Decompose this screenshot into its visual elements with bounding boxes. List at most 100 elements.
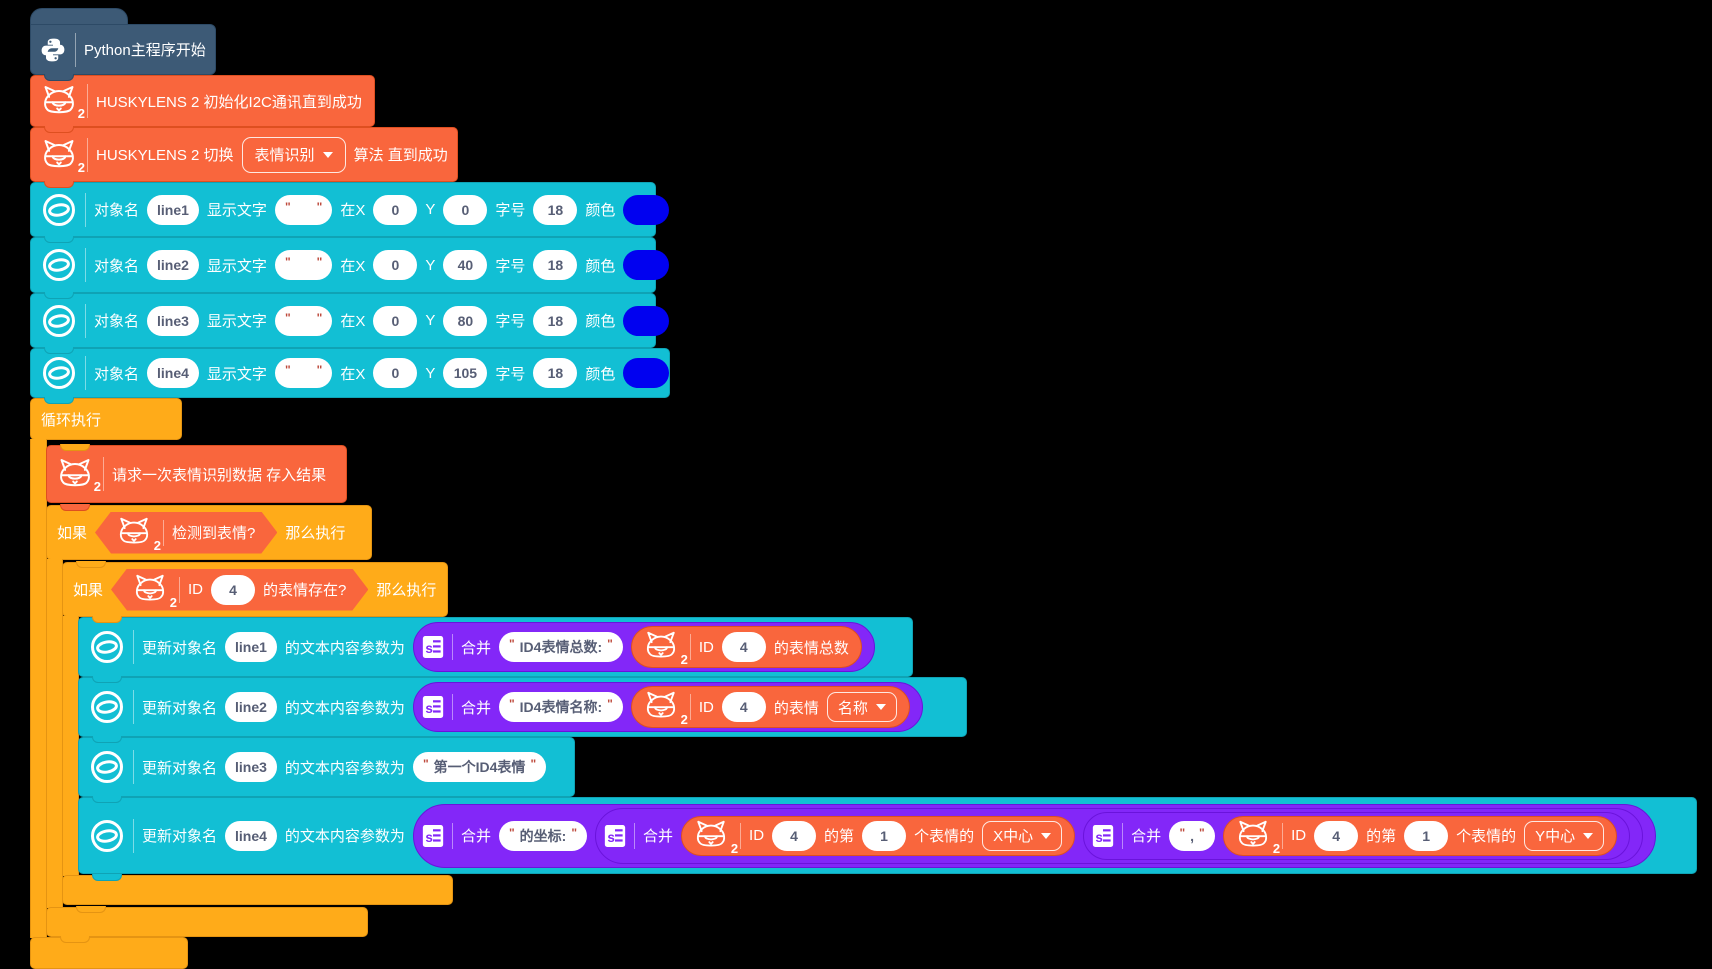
property-dropdown[interactable]: X中心 (982, 820, 1063, 851)
display-text-block[interactable]: 对象名 line4 显示文字 在X 0 Y 105 字号 18 颜色 (30, 348, 670, 398)
divider (163, 520, 164, 546)
size-label: 字号 (495, 257, 526, 275)
request-label: 请求一次表情识别数据 存入结果 (112, 466, 327, 484)
huskylens-icon: 2 (41, 85, 85, 121)
join-label: 合并 (460, 699, 491, 717)
reporter-suffix: 的表情总数 (773, 639, 849, 657)
color-picker-field[interactable] (623, 250, 670, 280)
object-name-field[interactable]: line4 (225, 820, 277, 851)
open-quote (285, 195, 291, 219)
display-text-block[interactable]: 对象名 line2 显示文字 在X 0 Y 40 字号 18 颜色 (30, 237, 670, 293)
id-value-field[interactable]: 4 (721, 632, 766, 662)
update-text-block[interactable]: 更新对象名 line2 的文本内容参数为 s 合并 ID4表情名称: 2 ID (78, 677, 967, 737)
if-id4-block-arm[interactable] (62, 616, 79, 876)
x-field[interactable]: 0 (373, 305, 418, 336)
text-field[interactable] (274, 250, 333, 280)
join-operator-block[interactable]: s 合并 2 ID 4 的第 1 (595, 807, 1644, 864)
loop-block-top[interactable]: 循环执行 (30, 398, 182, 440)
text-field[interactable] (274, 358, 333, 388)
join-operator-block[interactable]: s 合并 , 2 ID (1083, 811, 1631, 860)
string-field[interactable]: ID4表情总数: (498, 632, 623, 662)
divider (103, 457, 104, 491)
property-dropdown[interactable]: 名称 (826, 692, 897, 722)
x-field[interactable]: 0 (373, 194, 418, 225)
update-text-block[interactable]: 更新对象名 line1 的文本内容参数为 s 合并 ID4表情总数: 2 ID (78, 617, 913, 677)
if-id4-block-top[interactable]: 如果 2 ID 4 的表情存在? 那么执行 (62, 562, 448, 617)
size-field[interactable]: 18 (533, 305, 578, 336)
display-icon (89, 818, 125, 854)
notch-bump (92, 874, 122, 881)
hat-tab[interactable] (30, 8, 128, 28)
close-quote (317, 306, 323, 330)
y-field[interactable]: 0 (443, 194, 488, 225)
x-field[interactable]: 0 (373, 250, 418, 280)
display-text-block[interactable]: 对象名 line3 显示文字 在X 0 Y 80 字号 18 颜色 (30, 293, 670, 348)
id-value-field[interactable]: 4 (1314, 820, 1359, 851)
index-field[interactable]: 1 (862, 820, 907, 851)
string-field[interactable]: 第一个ID4表情 (412, 752, 547, 782)
request-data-block[interactable]: 2 请求一次表情识别数据 存入结果 (46, 445, 347, 503)
python-main-start-block[interactable]: Python主程序开始 (30, 24, 216, 75)
object-name-field[interactable]: line1 (147, 194, 199, 225)
expression-ycenter-reporter[interactable]: 2 ID 4 的第 1 个表情的 Y中心 (1223, 815, 1618, 856)
close-quote (530, 752, 536, 776)
text-field[interactable] (274, 194, 333, 225)
close-quote (317, 250, 323, 274)
id-value-field[interactable]: 4 (772, 820, 817, 851)
join-operator-block[interactable]: s 合并 的坐标: s 合并 2 (412, 803, 1657, 868)
join-operator-block[interactable]: s 合并 ID4表情总数: 2 ID 4 的表情总数 (412, 622, 875, 672)
size-label: 字号 (495, 202, 526, 219)
notch-bump (44, 74, 74, 81)
expression-count-reporter[interactable]: 2 ID 4 的表情总数 (630, 626, 862, 668)
object-name-field[interactable]: line3 (147, 305, 199, 336)
object-name-field[interactable]: line4 (147, 358, 199, 388)
size-field[interactable]: 18 (533, 250, 578, 280)
string-field[interactable]: ID4表情名称: (498, 692, 623, 722)
color-picker-field[interactable] (623, 305, 670, 336)
notch-bump (60, 444, 90, 451)
algorithm-dropdown[interactable]: 表情识别 (241, 136, 346, 173)
string-field[interactable]: , (1169, 820, 1216, 851)
condition-expression-detected[interactable]: 2 检测到表情? (95, 512, 277, 554)
object-name-field[interactable]: line3 (225, 752, 277, 782)
size-label: 字号 (495, 313, 526, 330)
id-value-field[interactable]: 4 (721, 692, 766, 722)
display-text-block[interactable]: 对象名 line1 显示文字 在X 0 Y 0 字号 18 颜色 (30, 182, 670, 237)
object-name-field[interactable]: line2 (147, 250, 199, 280)
loop-block-bottom[interactable] (30, 937, 188, 969)
huskylens-switch-block[interactable]: 2 HUSKYLENS 2 切换 表情识别 算法 直到成功 (30, 127, 458, 182)
divider (133, 690, 134, 724)
expression-name-reporter[interactable]: 2 ID 4 的表情 名称 (630, 686, 910, 728)
update-text-block[interactable]: 更新对象名 line3 的文本内容参数为 第一个ID4表情 (78, 737, 575, 797)
divider (75, 32, 76, 67)
index-field[interactable]: 1 (1404, 820, 1449, 851)
huskylens-init-block[interactable]: 2 HUSKYLENS 2 初始化I2C通讯直到成功 (30, 75, 375, 127)
size-field[interactable]: 18 (533, 194, 578, 225)
text-field[interactable] (274, 305, 333, 336)
if-detected-block-arm[interactable] (46, 559, 63, 908)
y-field[interactable]: 40 (443, 250, 488, 280)
y-field[interactable]: 80 (443, 305, 488, 336)
id-value-field[interactable]: 4 (211, 575, 255, 605)
object-name-field[interactable]: line1 (225, 632, 277, 662)
color-picker-field[interactable] (623, 194, 670, 225)
object-name-field[interactable]: line2 (225, 692, 277, 722)
divider (1282, 822, 1284, 849)
if-id4-block-bottom[interactable] (62, 875, 453, 905)
update-text-block[interactable]: 更新对象名 line4 的文本内容参数为 s 合并 的坐标: s 合并 (78, 797, 1697, 874)
divider (85, 356, 86, 390)
divider (1122, 822, 1124, 849)
loop-block-arm[interactable] (30, 439, 47, 938)
size-field[interactable]: 18 (533, 358, 578, 388)
string-field[interactable]: 的坐标: (498, 820, 588, 851)
condition-expression-id4-exists[interactable]: 2 ID 4 的表情存在? (111, 569, 368, 611)
join-operator-block[interactable]: s 合并 ID4表情名称: 2 ID 4 的表情 名称 (412, 682, 923, 732)
divider (451, 694, 453, 720)
property-dropdown[interactable]: Y中心 (1524, 820, 1605, 851)
expression-xcenter-reporter[interactable]: 2 ID 4 的第 1 个表情的 X中心 (681, 815, 1076, 856)
huskylens-icon: 2 (57, 458, 101, 494)
x-field[interactable]: 0 (373, 358, 418, 388)
if-detected-block-top[interactable]: 如果 2 检测到表情? 那么执行 (46, 505, 372, 560)
color-picker-field[interactable] (623, 358, 670, 388)
y-field[interactable]: 105 (443, 358, 488, 388)
